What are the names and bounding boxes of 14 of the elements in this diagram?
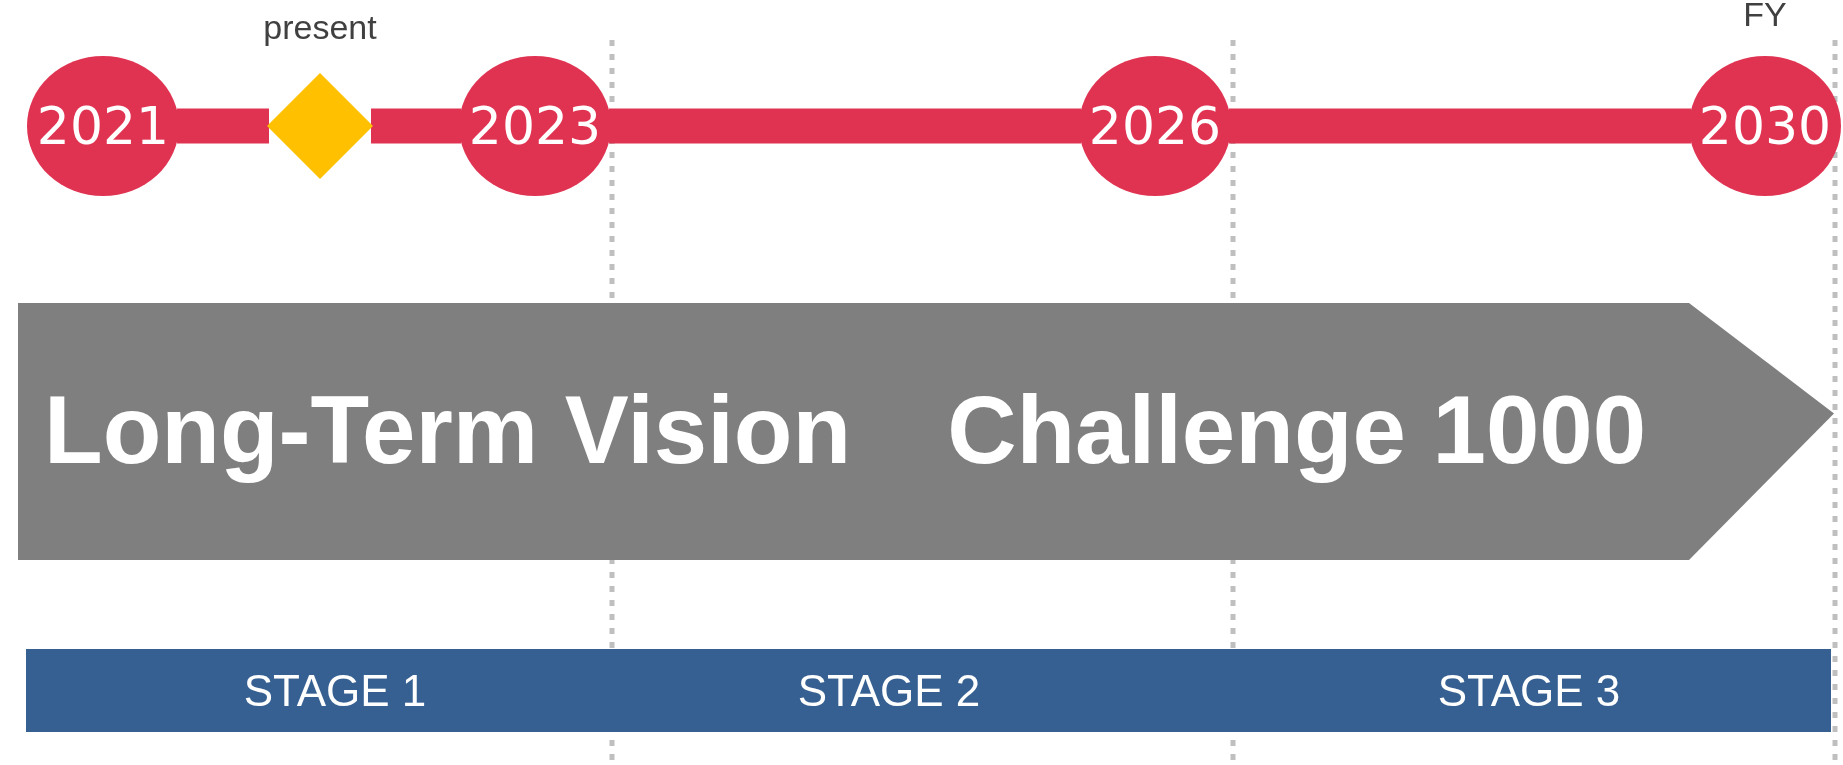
present-label: present <box>263 8 377 47</box>
year-label: 2026 <box>1088 96 1222 156</box>
fiscal-year-label: FY <box>1743 0 1787 34</box>
vision-title: Long-Term Vision Challenge 1000 <box>44 374 1647 485</box>
timeline-bar <box>1229 108 1691 144</box>
stage-label: STAGE 3 <box>1437 665 1621 716</box>
timeline-bar <box>177 108 269 144</box>
year-label: 2021 <box>36 96 170 156</box>
year-label: 2023 <box>468 96 602 156</box>
year-label: 2030 <box>1698 96 1832 156</box>
stage-label: STAGE 2 <box>797 665 981 716</box>
timeline-bar <box>371 108 461 144</box>
timeline-bar <box>609 108 1081 144</box>
stage-label: STAGE 1 <box>243 665 427 716</box>
